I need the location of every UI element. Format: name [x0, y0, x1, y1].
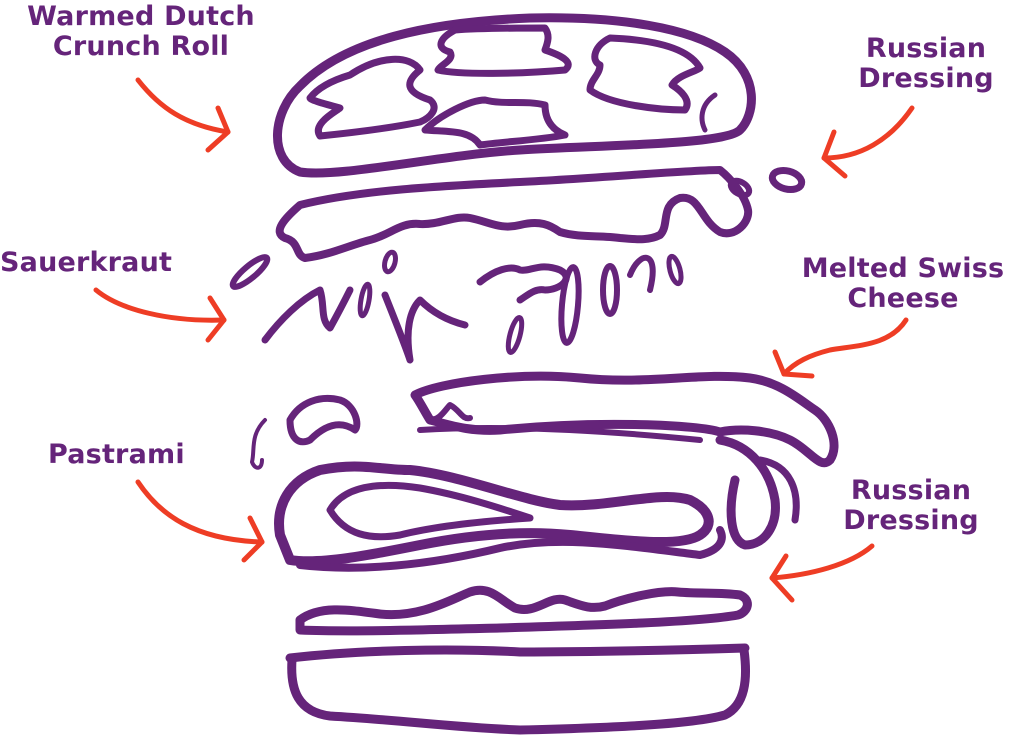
label-swiss: Melted Swiss Cheese — [782, 254, 1024, 314]
dressing-bottom-arrow-icon — [769, 543, 875, 603]
label-pastrami: Pastrami — [48, 440, 185, 470]
top-bun-icon — [273, 13, 756, 178]
label-dressing-top-line1: Russian — [865, 33, 987, 64]
label-dressing-bottom: Russian Dressing — [826, 476, 996, 536]
sauerkraut-arrow-icon — [93, 287, 227, 343]
pastrami-arrow-icon — [135, 479, 265, 563]
label-pastrami-line1: Pastrami — [48, 439, 185, 470]
roll-arrow-icon — [135, 77, 231, 153]
label-dressing-top-line2: Dressing — [858, 63, 994, 94]
label-roll-line1: Warmed Dutch — [27, 1, 255, 32]
label-swiss-line1: Melted Swiss — [801, 253, 1005, 284]
bottom-bun-icon — [285, 643, 751, 735]
label-sauerkraut-line1: Sauerkraut — [0, 247, 173, 278]
dressing-top-icon — [275, 166, 806, 262]
label-sauerkraut: Sauerkraut — [0, 248, 172, 278]
pastrami-icon — [274, 425, 800, 572]
label-roll-line2: Crunch Roll — [52, 31, 230, 62]
label-roll: Warmed Dutch Crunch Roll — [2, 2, 280, 62]
label-dressing-bottom-line1: Russian — [850, 475, 972, 506]
label-dressing-top: Russian Dressing — [836, 34, 1016, 94]
sauerkraut-icon — [229, 249, 684, 364]
label-swiss-line2: Cheese — [847, 283, 959, 314]
dressing-top-arrow-icon — [821, 105, 915, 179]
dressing-bottom-icon — [295, 585, 752, 636]
label-dressing-bottom-line2: Dressing — [843, 505, 979, 536]
swiss-arrow-icon — [772, 317, 909, 379]
